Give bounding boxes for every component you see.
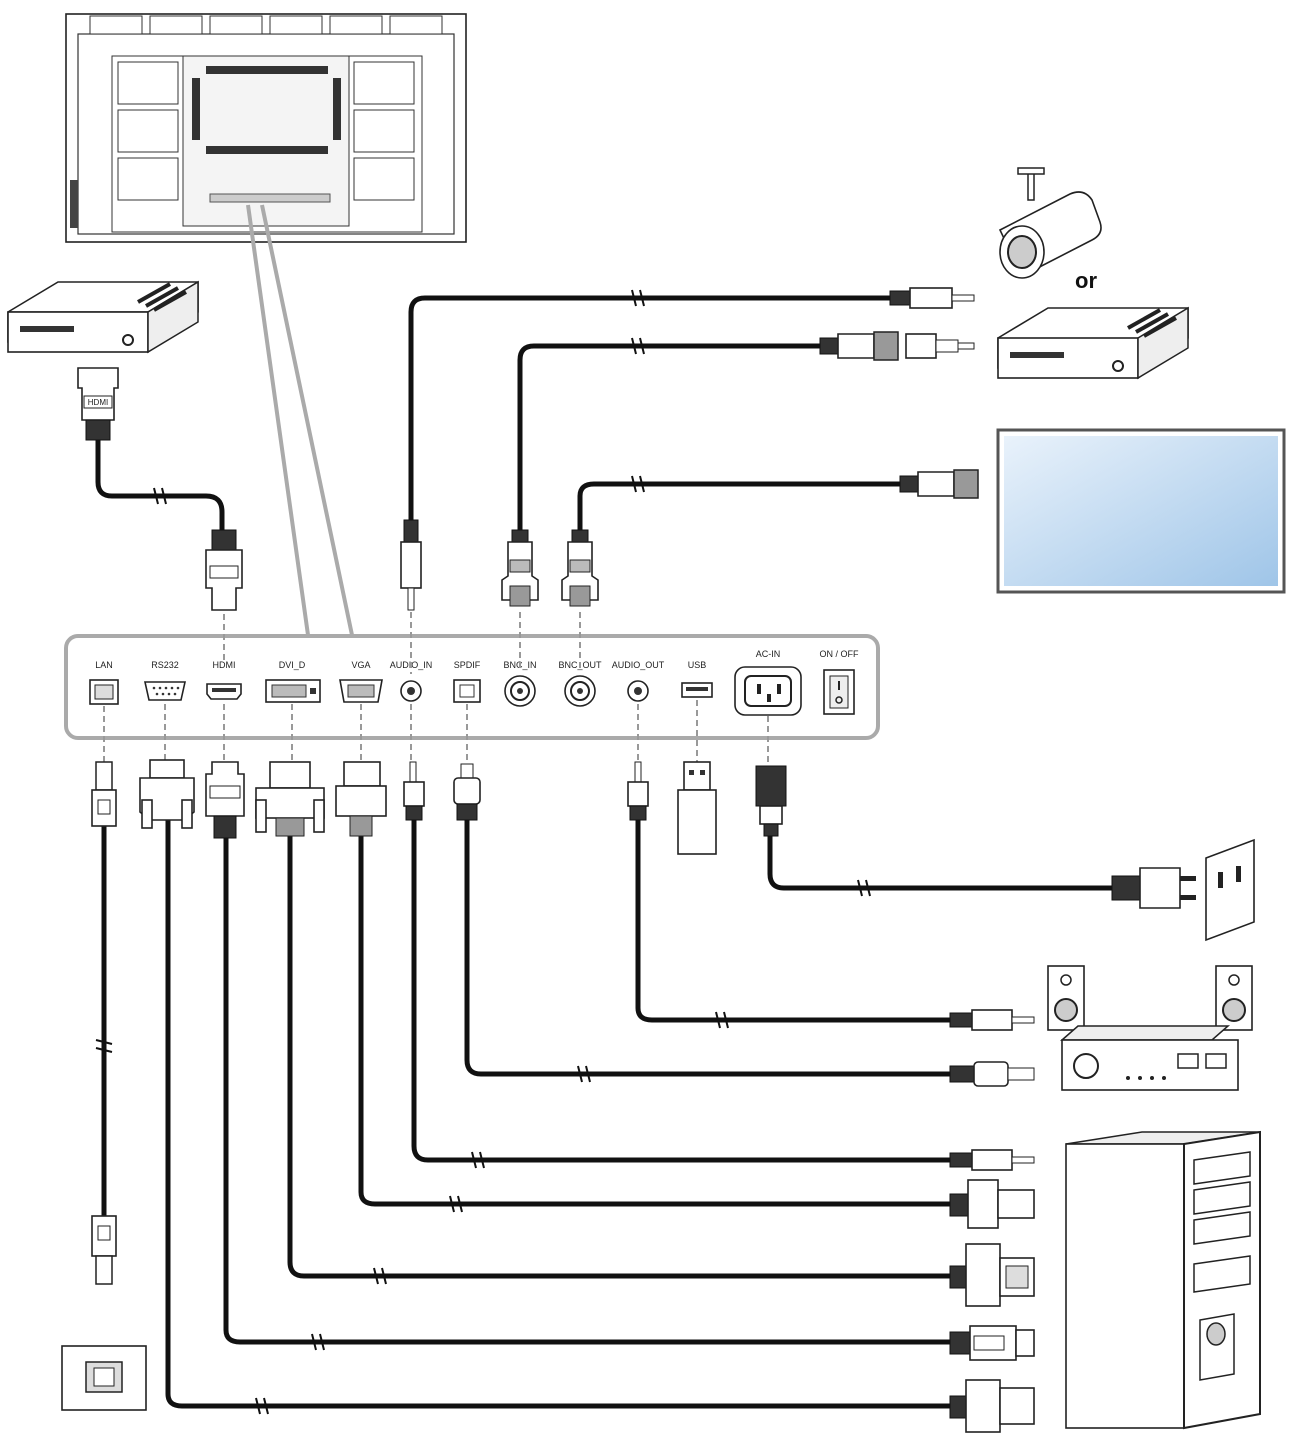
hdmi-plug-source: HDMI bbox=[77, 367, 119, 441]
audio-in-cable bbox=[411, 817, 953, 1163]
rs232-plug bbox=[139, 759, 195, 829]
bnc-plug-right-2 bbox=[899, 469, 979, 499]
port-label-ac-in: AC-IN bbox=[756, 649, 781, 659]
cables bbox=[95, 295, 1115, 1409]
rs232-plug-right bbox=[949, 1379, 1035, 1433]
port-label-lan: LAN bbox=[95, 660, 113, 670]
port-label-on-off: ON / OFF bbox=[820, 649, 859, 659]
rs232-port-icon bbox=[144, 681, 186, 701]
port-label-vga: VGA bbox=[351, 660, 370, 670]
audio-jack-top bbox=[400, 519, 422, 611]
external-display bbox=[996, 428, 1286, 594]
guide-lines bbox=[103, 612, 769, 762]
power-plug-right bbox=[1111, 867, 1196, 909]
lan-plug-bottom bbox=[91, 1215, 117, 1285]
media-player-right bbox=[997, 306, 1189, 380]
bnc-out-plug bbox=[561, 529, 599, 607]
bnc-out-cable bbox=[577, 481, 903, 533]
camera-device bbox=[998, 167, 1102, 279]
bnc-in-cable bbox=[517, 343, 823, 533]
vga-cable bbox=[358, 833, 953, 1207]
audio-in-cable-top bbox=[408, 295, 893, 523]
pc-tower bbox=[1065, 1130, 1261, 1430]
audio-out-plug-right bbox=[949, 1009, 1035, 1031]
cable-breaks bbox=[95, 289, 871, 1415]
hdmi-plug-text: HDMI bbox=[88, 398, 108, 407]
audio-system bbox=[1047, 965, 1253, 1091]
hdmi-plug-lower bbox=[205, 761, 245, 839]
callout-line-right bbox=[260, 204, 354, 636]
audio-out-cable bbox=[635, 817, 953, 1023]
spdif-cable bbox=[464, 817, 953, 1077]
hdmi-input-cable bbox=[95, 437, 225, 533]
connectors: HDMI bbox=[77, 287, 1196, 1433]
vga-plug bbox=[335, 761, 387, 837]
port-label-dvi-d: DVI_D bbox=[279, 660, 306, 670]
spdif-plug bbox=[453, 763, 481, 821]
port-icons bbox=[89, 666, 855, 716]
port-label-usb: USB bbox=[688, 660, 707, 670]
bnc-plug-right bbox=[819, 331, 975, 361]
power-cable bbox=[767, 833, 1115, 891]
ac-plug bbox=[755, 765, 787, 837]
audio-jack-lower bbox=[403, 761, 425, 821]
wall-outlet bbox=[1205, 838, 1255, 942]
or-label: or bbox=[1075, 268, 1097, 293]
vga-plug-right bbox=[949, 1179, 1035, 1229]
dvi-cable bbox=[287, 833, 953, 1279]
hdmi-plug-right bbox=[949, 1325, 1035, 1361]
hdmi-out-cable bbox=[223, 835, 953, 1345]
display-rear-view bbox=[65, 13, 467, 243]
audio-jack-right-top bbox=[889, 287, 975, 309]
usb-stick bbox=[677, 761, 717, 855]
port-label-spdif: SPDIF bbox=[454, 660, 481, 670]
callout-line-left bbox=[246, 204, 310, 636]
dvi-plug-right bbox=[949, 1243, 1035, 1307]
audio-in-plug-right bbox=[949, 1149, 1035, 1171]
spdif-plug-right bbox=[949, 1061, 1035, 1087]
rs232-cable bbox=[165, 809, 953, 1409]
port-label-hdmi: HDMI bbox=[213, 660, 236, 670]
port-label-rs232: RS232 bbox=[151, 660, 179, 670]
audio-out-jack bbox=[627, 761, 649, 821]
media-player-left bbox=[7, 280, 199, 354]
dvi-plug bbox=[255, 761, 325, 837]
port-label-audio-out: AUDIO_OUT bbox=[612, 660, 665, 670]
bnc-in-plug bbox=[501, 529, 539, 607]
hdmi-plug-panel bbox=[205, 529, 243, 611]
lan-wall-jack bbox=[61, 1345, 147, 1411]
lan-plug-top bbox=[91, 761, 117, 827]
